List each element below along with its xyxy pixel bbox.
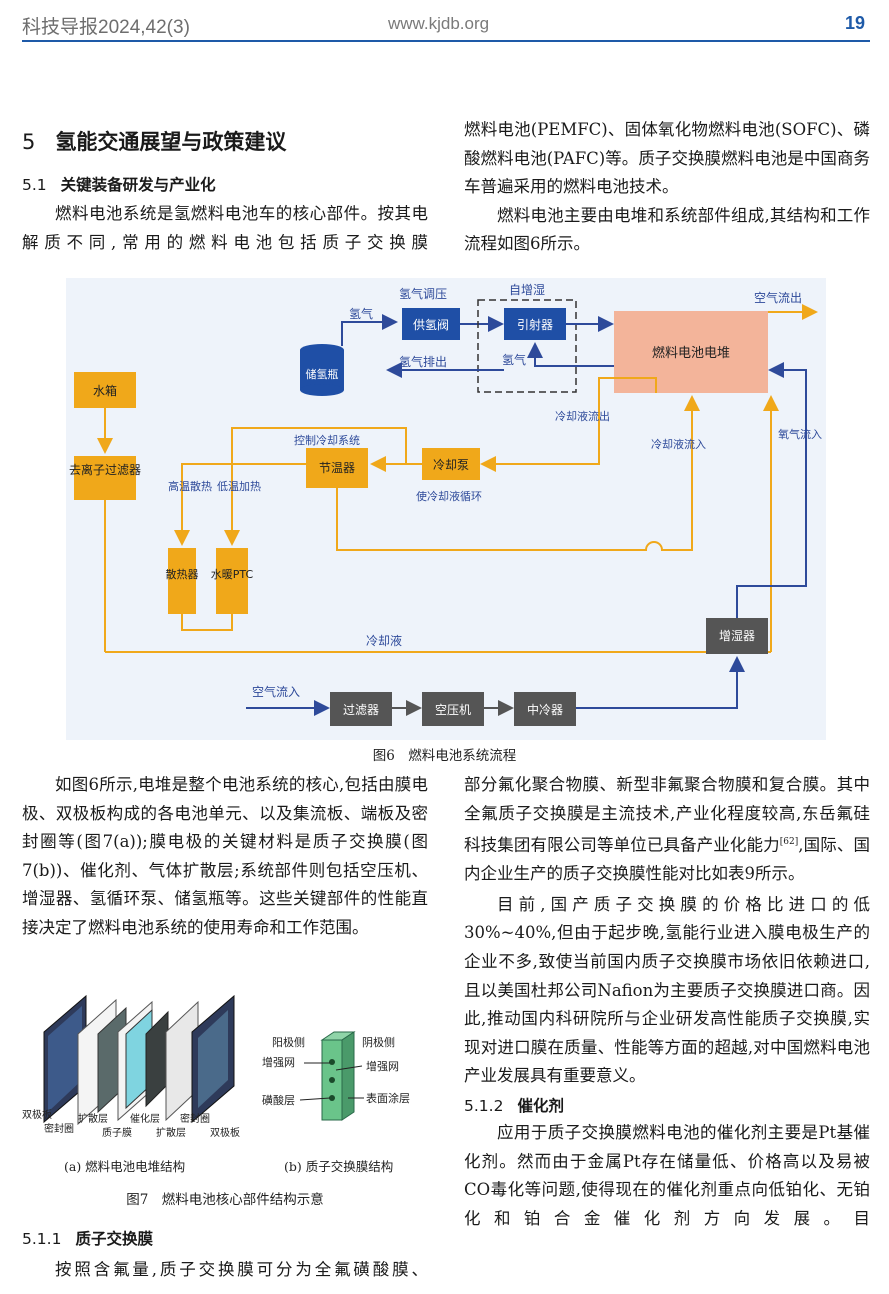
label-air-out: 空气流出	[754, 290, 802, 305]
label-high-temp: 高温散热	[168, 479, 212, 493]
label-control-cooling: 控制冷却系统	[294, 433, 360, 447]
paragraph: 燃料电池系统是氢燃料电池车的核心部件。按其电解质不同,常用的燃料电池包括质子交换…	[22, 204, 428, 252]
water-tank-label: 水箱	[93, 383, 117, 398]
deionizer-label: 去离子过滤器	[69, 462, 141, 477]
label-oxygen-in: 氧气流入	[778, 427, 822, 441]
paragraph: 部分氟化聚合物膜、新型非氟聚合物膜和复合膜。其中全氟质子交换膜是主流技术,产业化…	[464, 771, 870, 889]
coolant-pump-label: 冷却泵	[433, 458, 469, 472]
left-column-top: 5 氢能交通展望与政策建议 5.1 关键装备研发与产业化 燃料电池系统是氢燃料电池车…	[22, 128, 428, 257]
label-anode: 阳极侧	[272, 1035, 305, 1049]
figure-6-caption: 图6 燃料电池系统流程	[372, 748, 517, 764]
label-mesh-left: 增强网	[262, 1055, 295, 1069]
thermostat-label: 节温器	[319, 461, 355, 475]
section-5-heading: 5 氢能交通展望与政策建议	[22, 128, 428, 156]
header-rule	[22, 40, 870, 42]
label-hydrogen: 氢气	[349, 306, 373, 321]
h2-supply-valve-box	[402, 308, 460, 340]
figure-6-diagram: 燃料电池电堆 氢气 供氢阀 氢气调压 自增湿 引射器 氢气 氢气排出 储氢瓶 空…	[66, 278, 826, 740]
label-coolant-out: 冷却液流出	[555, 409, 610, 423]
stack-structure-illustration	[43, 994, 235, 1126]
reference-62[interactable]: [62]	[779, 837, 799, 848]
journal-header: 科技导报2024,42(3)	[22, 17, 190, 38]
label-self-humidify: 自增湿	[509, 282, 545, 297]
right-column-top: 燃料电池(PEMFC)、固体氧化物燃料电池(SOFC)、磷酸燃料电池(PAFC)…	[464, 116, 870, 259]
water-tank-box	[74, 372, 136, 408]
label-h2-recirc: 氢气	[502, 352, 526, 367]
section-5-1-2-heading: 5.1.2 催化剂	[464, 1093, 870, 1119]
section-5-1-heading: 5.1 关键装备研发与产业化	[22, 172, 428, 198]
figure-7b-caption: (b) 质子交换膜结构	[284, 1159, 394, 1174]
label-pem: 质子膜	[102, 1127, 132, 1139]
self-humidify-dashed-box	[477, 299, 577, 393]
coolant-pump-box	[422, 448, 480, 480]
intercooler-box	[514, 692, 576, 726]
ejector-label: 引射器	[517, 317, 553, 332]
paragraph: 燃料电池(PEMFC)、固体氧化物燃料电池(SOFC)、磷酸燃料电池(PAFC)…	[464, 120, 870, 197]
label-bipolar-right: 双极板	[210, 1126, 240, 1139]
label-seal-left: 密封圈	[44, 1122, 74, 1135]
label-diffusion-bottom: 扩散层	[156, 1126, 186, 1139]
thermostat-box	[306, 448, 368, 488]
label-air-in: 空气流入	[252, 684, 300, 699]
humidifier-box	[706, 618, 768, 654]
figure-7-diagram: 双极板 密封圈 扩散层 质子膜 催化层 扩散层 密封圈 双极板 阳极侧 阴极侧 …	[22, 994, 410, 1139]
label-catalyst: 催化层	[130, 1112, 160, 1125]
label-coolant: 冷却液	[366, 633, 402, 648]
section-title: 催化剂	[517, 1097, 564, 1116]
hydrogen-tank-label: 储氢瓶	[306, 367, 339, 381]
paragraph: 目前,国产质子交换膜的价格比进口的低30%~40%,但由于起步晚,氢能行业进入膜…	[464, 894, 870, 1086]
deionizer-box	[74, 456, 136, 500]
label-bipolar-left: 双极板	[22, 1108, 52, 1121]
label-mesh-right: 增强网	[366, 1059, 399, 1073]
compressor-label: 空压机	[435, 703, 471, 717]
paragraph: 燃料电池主要由电堆和系统部件组成,其结构和工作流程如图6所示。	[464, 205, 870, 254]
figure-7-caption: 图7 燃料电池核心部件结构示意	[126, 1192, 324, 1208]
radiator-box	[168, 548, 196, 614]
filter-label: 过滤器	[343, 703, 379, 717]
label-h2-pressure-reg: 氢气调压	[399, 286, 447, 301]
figure-7a-caption: (a) 燃料电池电堆结构	[64, 1159, 186, 1174]
left-column-middle: 如图6所示,电堆是整个电池系统的核心,包括由膜电极、双极板构成的各电池单元、以及…	[22, 771, 428, 943]
section-number: 5	[22, 130, 36, 154]
stack-label: 燃料电池电堆	[652, 345, 730, 361]
section-5-1-1-heading: 5.1.1 质子交换膜	[22, 1226, 428, 1252]
ptc-heater-label: 水暖PTC	[211, 568, 254, 581]
paragraph-text: 部分氟化聚合物膜、新型非氟聚合物膜和复合膜。其中全氟质子交换膜是主流技术,产业化…	[464, 775, 870, 855]
hydrogen-tank-box	[300, 350, 344, 390]
paragraph-text: ,国际、国内企业生产的质子交换膜性能对比如表9所示。	[464, 835, 871, 884]
ptc-heater-box	[216, 548, 248, 614]
section-title: 关键装备研发与产业化	[60, 176, 216, 194]
label-seal-right: 密封圈	[180, 1112, 210, 1125]
label-low-temp: 低温加热	[217, 480, 261, 493]
filter-box	[330, 692, 392, 726]
paragraph: 如图6所示,电堆是整个电池系统的核心,包括由膜电极、双极板构成的各电池单元、以及…	[22, 775, 428, 937]
paragraph: 按照含氟量,质子交换膜可分为全氟磺酸膜、	[55, 1260, 428, 1279]
page-number: 19	[845, 13, 866, 33]
label-h2-exhaust: 氢气排出	[399, 354, 447, 369]
section-title: 氢能交通展望与政策建议	[55, 130, 287, 154]
label-cathode: 阴极侧	[362, 1035, 395, 1049]
label-coating: 表面涂层	[366, 1091, 410, 1105]
section-title: 质子交换膜	[75, 1230, 153, 1248]
journal-url: www.kjdb.org	[388, 14, 490, 33]
label-coolant-circulation: 使冷却液循环	[416, 489, 482, 503]
paragraph: 应用于质子交换膜燃料电池的催化剂主要是Pt基催化剂。然而由于金属Pt存在储量低、…	[464, 1123, 870, 1228]
label-diffusion-top: 扩散层	[78, 1112, 108, 1125]
section-number: 5.1	[22, 176, 47, 194]
pem-structure-illustration	[320, 1031, 356, 1121]
ejector-box	[504, 308, 566, 340]
intercooler-label: 中冷器	[527, 702, 563, 717]
h2-supply-valve-label: 供氢阀	[413, 317, 449, 332]
right-column-lower: 部分氟化聚合物膜、新型非氟聚合物膜和复合膜。其中全氟质子交换膜是主流技术,产业化…	[464, 771, 870, 1233]
compressor-box	[422, 692, 484, 726]
humidifier-label: 增湿器	[719, 628, 755, 643]
left-column-bottom: 5.1.1 质子交换膜 按照含氟量,质子交换膜可分为全氟磺酸膜、	[22, 1226, 428, 1285]
section-number: 5.1.2	[464, 1097, 504, 1116]
label-sulfonic: 磺酸层	[262, 1093, 295, 1107]
section-number: 5.1.1	[22, 1230, 62, 1248]
stack-box	[614, 311, 768, 393]
label-coolant-in: 冷却液流入	[651, 437, 706, 451]
radiator-label: 散热器	[166, 567, 199, 581]
